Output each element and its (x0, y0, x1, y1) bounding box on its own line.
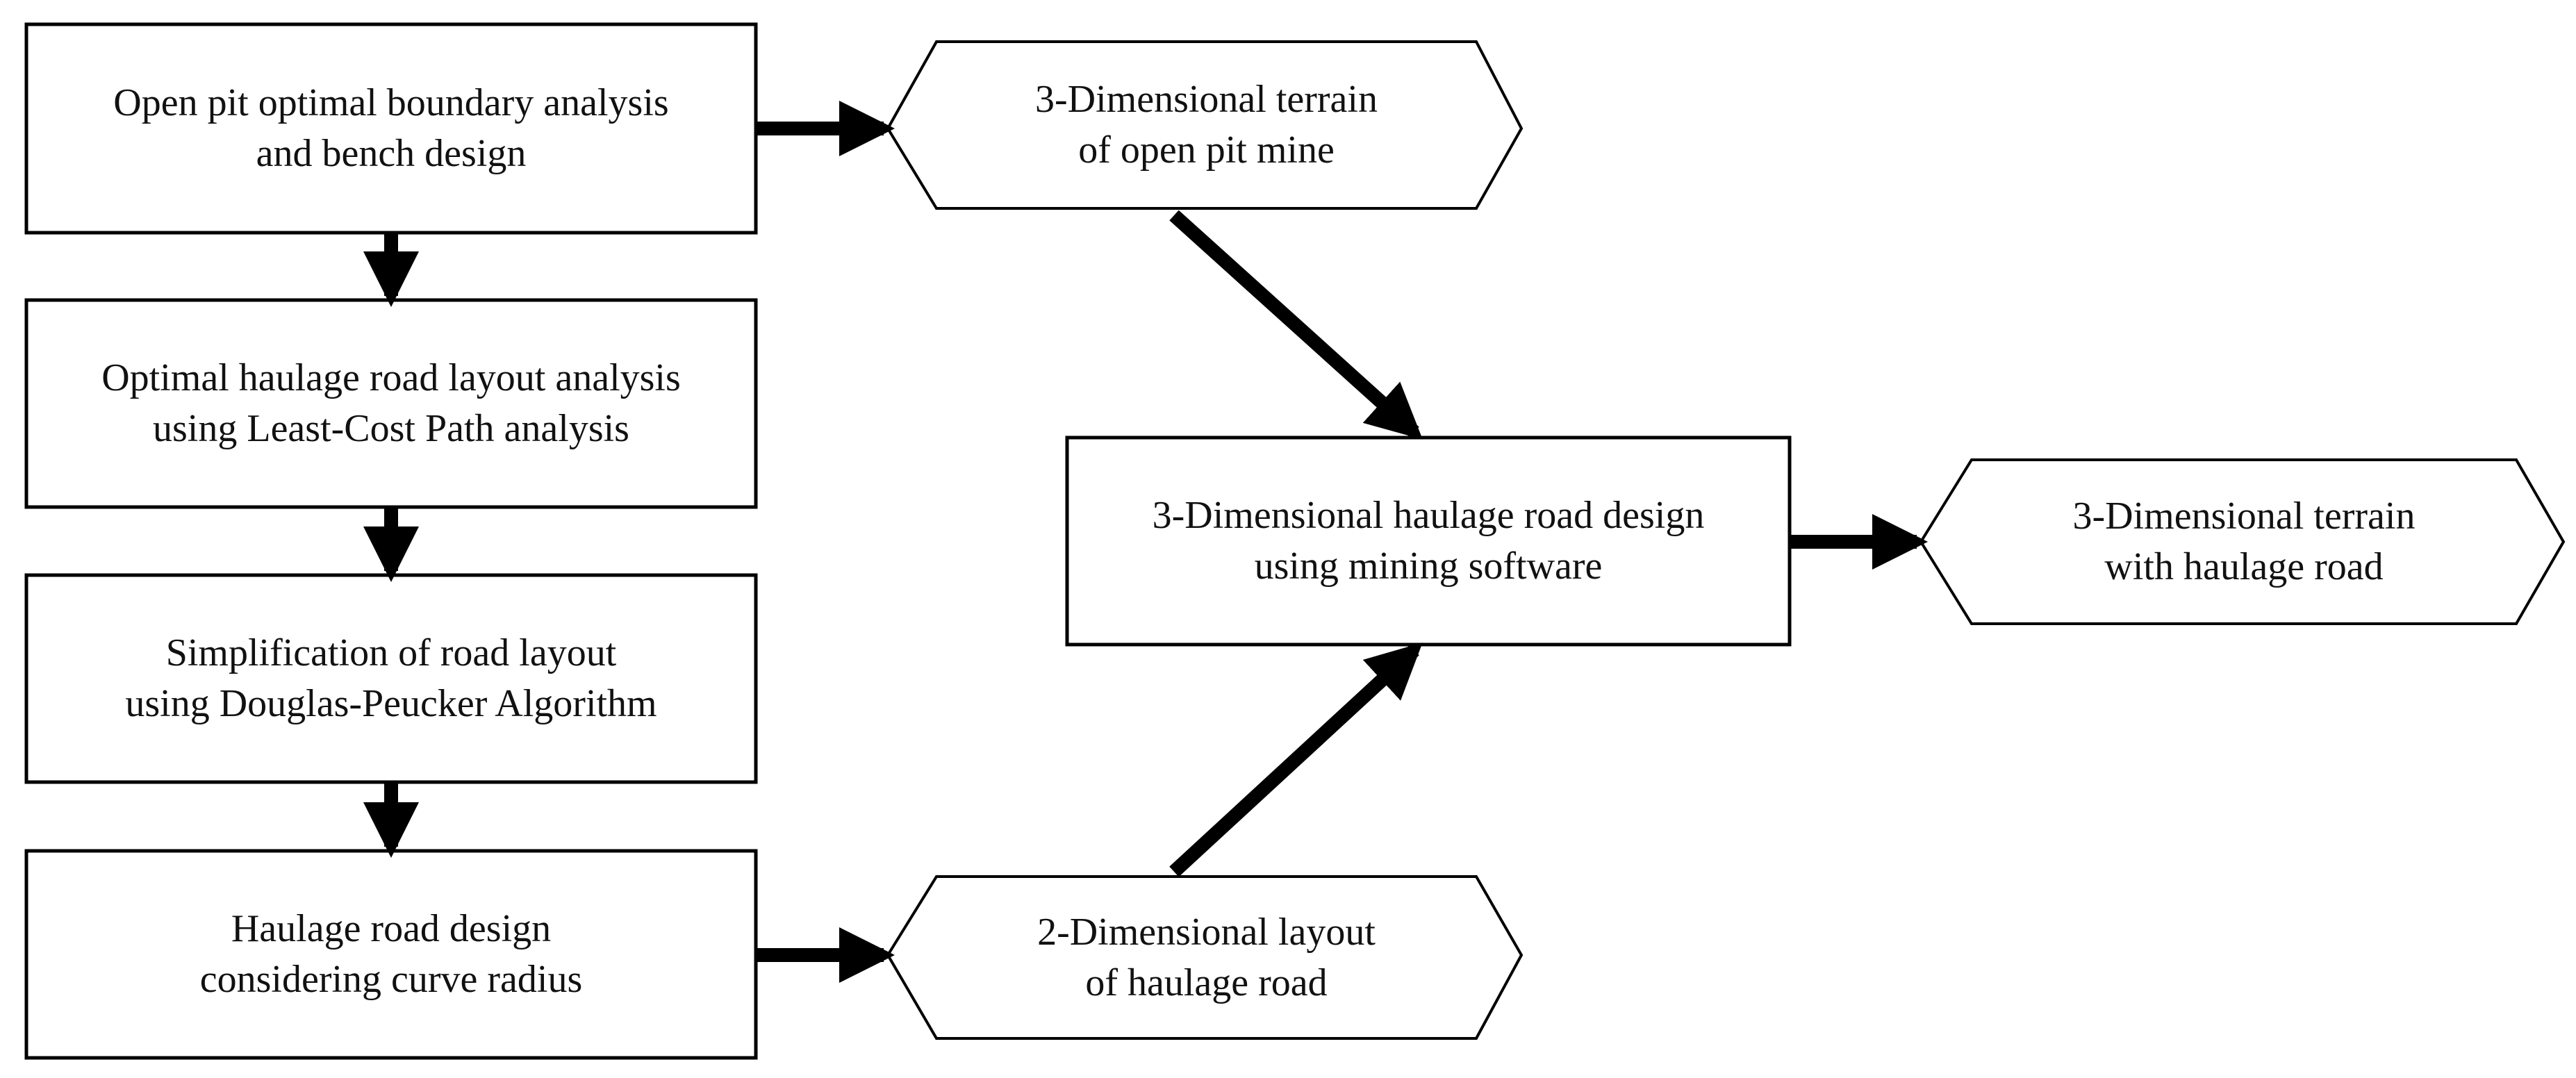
node-road-layout-line-2: using Least-Cost Path analysis (153, 407, 629, 450)
node-road-design-box (24, 849, 758, 1060)
node-road-design-3d-box (1065, 436, 1792, 647)
node-terrain-road-3d-shape (1919, 458, 2566, 625)
node-pit-boundary-box (24, 22, 758, 235)
node-terrain-road-3d: 3-Dimensional terrain with haulage road (1972, 460, 2516, 624)
node-simplification-line-2: using Douglas-Peucker Algorithm (125, 682, 657, 725)
node-road-layout-line-1: Optimal haulage road layout analysis (101, 356, 681, 400)
node-pit-boundary-line-2: and bench design (256, 132, 527, 175)
node-layout-2d: 2-Dimensional layout of haulage road (936, 877, 1476, 1038)
node-terrain-3d-line-1: 3-Dimensional terrain (1035, 78, 1378, 122)
node-terrain-road-3d-line-2: with haulage road (2104, 545, 2384, 588)
node-terrain-3d: 3-Dimensional terrain of open pit mine (936, 42, 1476, 208)
node-layout-2d-shape (886, 875, 1524, 1040)
node-terrain-road-3d-line-1: 3-Dimensional terrain (2072, 495, 2416, 538)
node-layout-2d-line-1: 2-Dimensional layout (1037, 910, 1376, 954)
node-road-design: Haulage road design considering curve ra… (26, 851, 756, 1058)
node-road-layout: Optimal haulage road layout analysis usi… (26, 300, 756, 507)
node-road-design-line-2: considering curve radius (199, 958, 583, 1001)
node-road-layout-box (24, 298, 758, 509)
node-simplification-line-1: Simplification of road layout (165, 631, 617, 675)
node-pit-boundary: Open pit optimal boundary analysis and b… (26, 24, 756, 233)
node-pit-boundary-line-1: Open pit optimal boundary analysis (113, 81, 669, 125)
node-layout-2d-line-2: of haulage road (1085, 961, 1328, 1004)
node-road-design-3d-line-1: 3-Dimensional haulage road design (1152, 494, 1705, 538)
node-road-design-3d: 3-Dimensional haulage road design using … (1067, 438, 1790, 645)
node-terrain-3d-shape (886, 40, 1524, 210)
node-road-design-3d-line-2: using mining software (1254, 545, 1603, 588)
node-road-design-line-1: Haulage road design (231, 907, 552, 951)
node-simplification: Simplification of road layout using Doug… (26, 575, 756, 782)
node-terrain-3d-line-2: of open pit mine (1078, 128, 1335, 172)
edge-terrain-3d-to-road-design-3d (1169, 210, 1423, 440)
edge-layout-2d-to-road-design-3d (1169, 642, 1423, 877)
